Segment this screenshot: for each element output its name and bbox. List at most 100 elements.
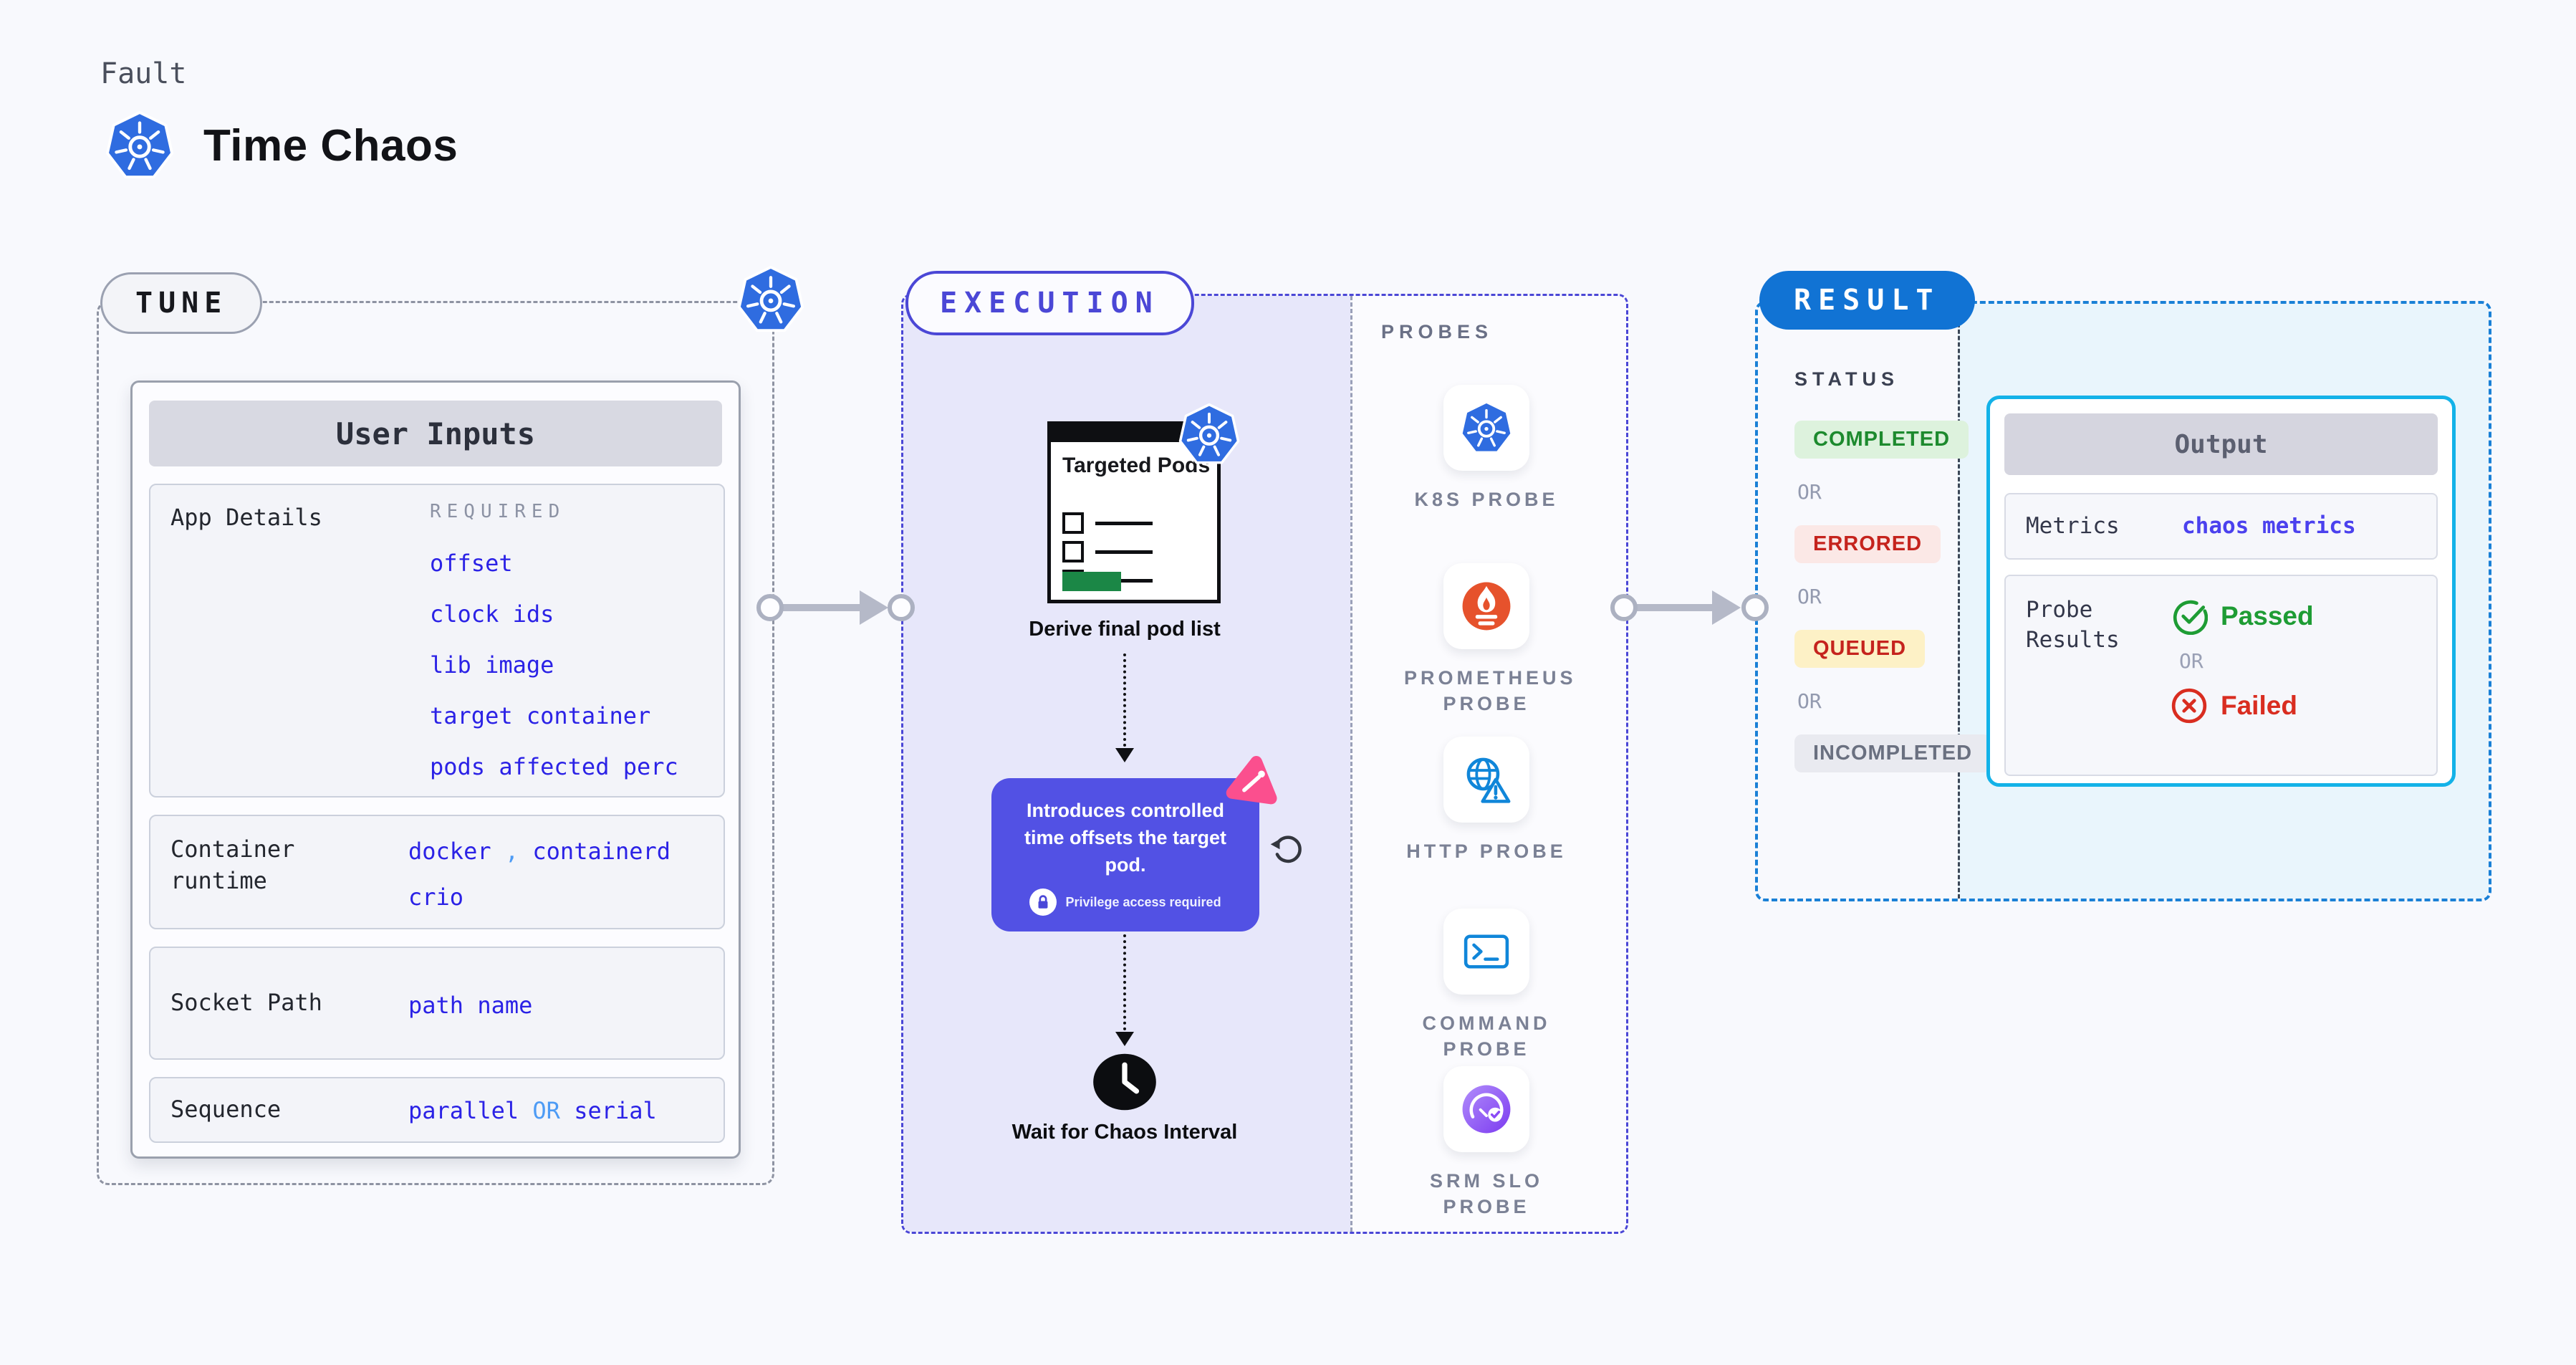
status-column: STATUS COMPLETED OR ERRORED OR QUEUED OR…: [1794, 368, 2009, 772]
fault-eyebrow: Fault: [100, 57, 187, 90]
kubernetes-icon: [736, 265, 805, 334]
check-circle-icon: [2171, 598, 2208, 635]
app-details-row: App Details REQUIRED offset clock ids li…: [149, 484, 725, 798]
probe-label: COMMAND PROBE: [1422, 1012, 1551, 1060]
connector-ring: [1610, 594, 1638, 621]
failed-label: Failed: [2221, 691, 2297, 720]
connector-ring: [888, 594, 915, 621]
list-line: [1095, 578, 1153, 583]
arrow-tune-to-execution: [781, 604, 861, 611]
kubernetes-icon: [1178, 403, 1241, 466]
x-circle-icon: [2171, 687, 2208, 724]
flow-connector: [1123, 653, 1126, 747]
connector-ring: [1741, 594, 1769, 621]
list-line: [1095, 550, 1153, 554]
required-tag: REQUIRED: [430, 501, 566, 522]
passed-label: Passed: [2221, 601, 2314, 631]
sequence-or: OR: [532, 1097, 560, 1124]
arrow-execution-to-result: [1635, 604, 1714, 611]
container-runtime-values: docker , containerd: [408, 838, 671, 865]
probe-results-label: Probe Results: [2026, 597, 2120, 653]
runtime-docker: docker: [408, 838, 491, 865]
prometheus-probe-card: [1443, 563, 1529, 649]
clock-icon: [1092, 1052, 1158, 1112]
probe-results-values: Passed OR Failed: [2171, 598, 2314, 724]
output-title: Output: [2004, 413, 2438, 475]
metrics-value: chaos metrics: [2182, 513, 2356, 539]
result-badge: RESULT: [1759, 271, 1975, 330]
k8s-probe-card: [1443, 385, 1529, 471]
http-probe-card: [1443, 737, 1529, 823]
tune-panel: [97, 301, 774, 1185]
tunable-lib-image: lib image: [430, 651, 554, 679]
checkbox-icon: [1062, 512, 1084, 534]
socket-path-value: path name: [408, 992, 533, 1019]
output-box: Output Metrics chaos metrics Probe Resul…: [1986, 396, 2456, 787]
sequence-serial: serial: [574, 1097, 657, 1124]
targeted-pods-title: Targeted Pods: [1062, 454, 1211, 477]
probes-title: PROBES: [1381, 321, 1494, 343]
execution-badge: EXECUTION: [905, 271, 1194, 335]
probe-label: K8S PROBE: [1414, 489, 1559, 510]
container-runtime-row: Container runtime docker , containerd cr…: [149, 815, 725, 929]
tunable-pods-affected-perc: pods affected perc: [430, 753, 678, 780]
or-label: OR: [1797, 689, 1822, 713]
status-badge-queued: QUEUED: [1794, 630, 1926, 668]
probe-label: SRM SLO PROBE: [1429, 1170, 1543, 1217]
pod-list-item: [1062, 541, 1153, 562]
arrow-head: [860, 590, 888, 625]
status-badge-completed: COMPLETED: [1794, 421, 1969, 459]
flow-connector: [1123, 934, 1126, 1030]
flow-arrow-head: [1115, 748, 1134, 762]
chaos-callout: Introduces controlled time offsets the t…: [991, 778, 1259, 931]
srm-slo-probe-card: [1443, 1066, 1529, 1152]
checkbox-icon: [1062, 541, 1084, 562]
sequence-row: Sequence parallel OR serial: [149, 1077, 725, 1143]
or-label: OR: [1797, 480, 1822, 504]
user-inputs-card: User Inputs App Details REQUIRED offset …: [130, 380, 741, 1159]
user-inputs-title: User Inputs: [149, 401, 722, 466]
status-badge-incompleted: INCOMPLETED: [1794, 734, 1991, 772]
list-line: [1095, 521, 1153, 525]
progress-bar: [1062, 572, 1121, 591]
sequence-values: parallel OR serial: [408, 1097, 657, 1124]
derive-pod-list-label: Derive final pod list: [1029, 618, 1221, 641]
privilege-note-text: Privilege access required: [1065, 894, 1221, 909]
tunable-target-container: target container: [430, 702, 651, 729]
targeted-pods-card: Targeted Pods: [1047, 421, 1221, 603]
tunable-clock-ids: clock ids: [430, 600, 554, 628]
tune-badge: TUNE: [100, 272, 263, 334]
metrics-row: Metrics chaos metrics: [2004, 493, 2438, 560]
or-label: OR: [2179, 649, 2203, 673]
app-details-values: REQUIRED offset clock ids lib image targ…: [430, 501, 678, 780]
container-runtime-label: Container runtime: [170, 835, 295, 894]
status-badge-errored: ERRORED: [1794, 525, 1941, 563]
litmus-chaos-icon: [1221, 749, 1286, 813]
prometheus-icon: [1459, 579, 1514, 633]
metrics-label: Metrics: [2026, 513, 2120, 539]
connector-ring: [756, 594, 784, 621]
command-probe-card: [1443, 909, 1529, 995]
arrow-head: [1712, 590, 1741, 625]
slo-gauge-icon: [1459, 1082, 1514, 1136]
kubernetes-icon: [1459, 401, 1514, 455]
passed-row: Passed: [2171, 598, 2314, 635]
probe-label: HTTP PROBE: [1406, 840, 1567, 862]
failed-row: Failed: [2171, 687, 2314, 724]
sequence-label: Sequence: [170, 1096, 282, 1123]
status-title: STATUS: [1794, 368, 1899, 390]
runtime-containerd: containerd: [532, 838, 671, 865]
runtime-crio: crio: [408, 883, 464, 911]
kubernetes-icon: [105, 110, 175, 181]
page-title: Time Chaos: [203, 121, 458, 171]
http-globe-warning-icon: [1459, 752, 1514, 807]
lock-icon: [1029, 889, 1057, 916]
repeat-icon: [1265, 825, 1311, 871]
terminal-icon: [1459, 924, 1514, 979]
privilege-note: Privilege access required: [1029, 889, 1221, 916]
tunable-offset: offset: [430, 550, 513, 577]
flow-arrow-head: [1115, 1032, 1134, 1046]
probe-label: PROMETHEUS PROBE: [1404, 667, 1577, 714]
or-label: OR: [1797, 585, 1822, 608]
